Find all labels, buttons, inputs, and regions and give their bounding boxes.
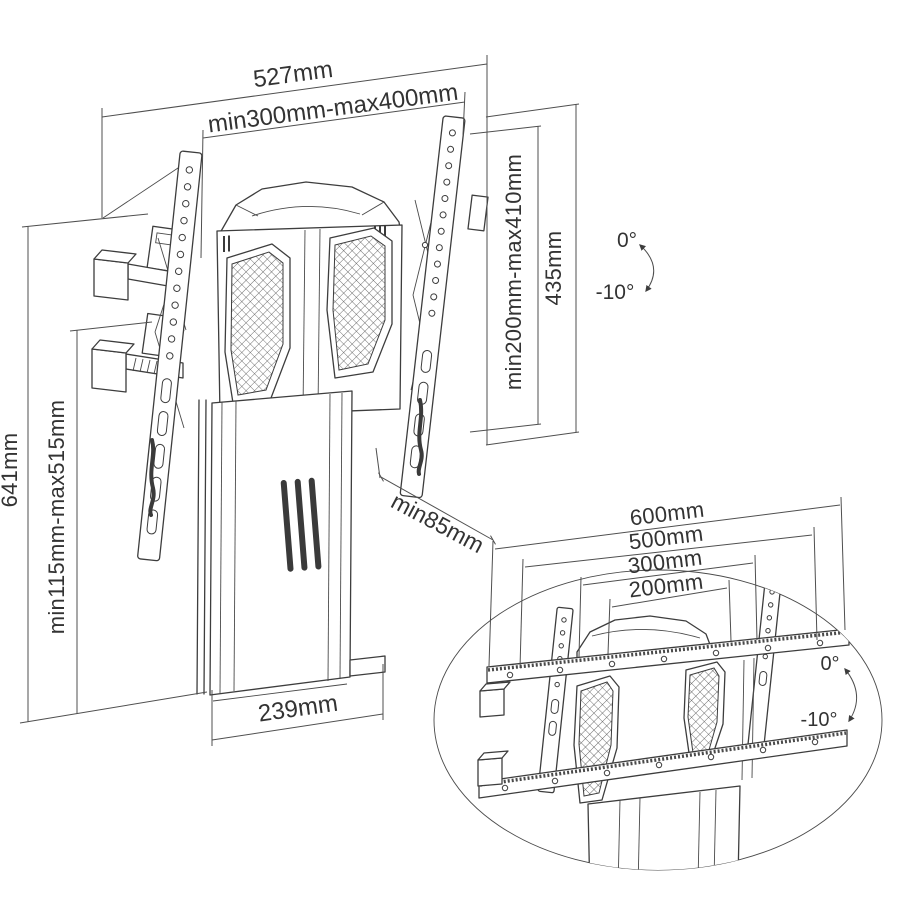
dim-wall-clearance-label: min85mm — [387, 488, 488, 558]
inset-view: 600mm 500mm 300mm 200mm 0° -10° — [433, 497, 883, 871]
inset-mesh-right — [683, 661, 726, 768]
inset-tilt-lower-label: -10° — [801, 709, 838, 731]
tilt-indicator-inset: 0° -10° — [801, 653, 857, 731]
mesh-panel-left — [224, 243, 291, 404]
wall-block-right — [467, 194, 489, 232]
inset-crossbar-upper — [479, 628, 850, 718]
dim-vesa-width-label: min300mm-max400mm — [206, 79, 459, 139]
dim-top-width-label: 527mm — [252, 56, 335, 93]
dim-total-height-label: 641mm — [0, 433, 22, 508]
dim-height-adjust-label: min115mm-max515mm — [44, 400, 69, 635]
inset-tilt-upper-label: 0° — [820, 653, 839, 675]
tilt-upper-label: 0° — [617, 229, 637, 252]
main-illustration — [91, 115, 489, 702]
inset-illustration — [477, 579, 850, 870]
dim-vesa-height: min200mm-max410mm — [469, 125, 542, 433]
inset-cap-lower — [477, 757, 503, 787]
dim-wall-clearance: min85mm — [375, 447, 496, 558]
inset-crossbar-lower — [477, 729, 848, 799]
inset-rail-right — [746, 579, 782, 757]
tilt-lower-label: -10° — [596, 281, 635, 304]
tilt-arc — [639, 244, 655, 293]
dim-bracket-height-label: 435mm — [541, 231, 566, 306]
vent-slots — [280, 477, 322, 572]
dim-total-height: 641mm — [0, 213, 208, 724]
mesh-panel-right — [326, 227, 393, 379]
tilt-indicator-main: 0° -10° — [596, 229, 655, 304]
dim-vesa-height-label: min200mm-max410mm — [501, 154, 526, 390]
strap-right — [416, 398, 424, 476]
dim-column-width-label: 239mm — [256, 690, 339, 728]
dim-bracket-height: 435mm — [485, 103, 580, 446]
wall-plate-edge — [102, 159, 191, 219]
inset-tilt-arc — [844, 667, 857, 723]
inset-rail-left — [537, 606, 574, 794]
inset-cap-upper — [479, 688, 505, 718]
mount-body-dome — [219, 181, 402, 235]
wall-arm-upper — [93, 249, 186, 301]
base-step — [349, 655, 386, 677]
strap-left — [148, 438, 156, 517]
lift-column — [196, 390, 386, 702]
vesa-rail-left — [137, 150, 203, 562]
dim-height-adjust: min115mm-max515mm — [44, 321, 153, 714]
vesa-rail-right — [399, 115, 466, 499]
